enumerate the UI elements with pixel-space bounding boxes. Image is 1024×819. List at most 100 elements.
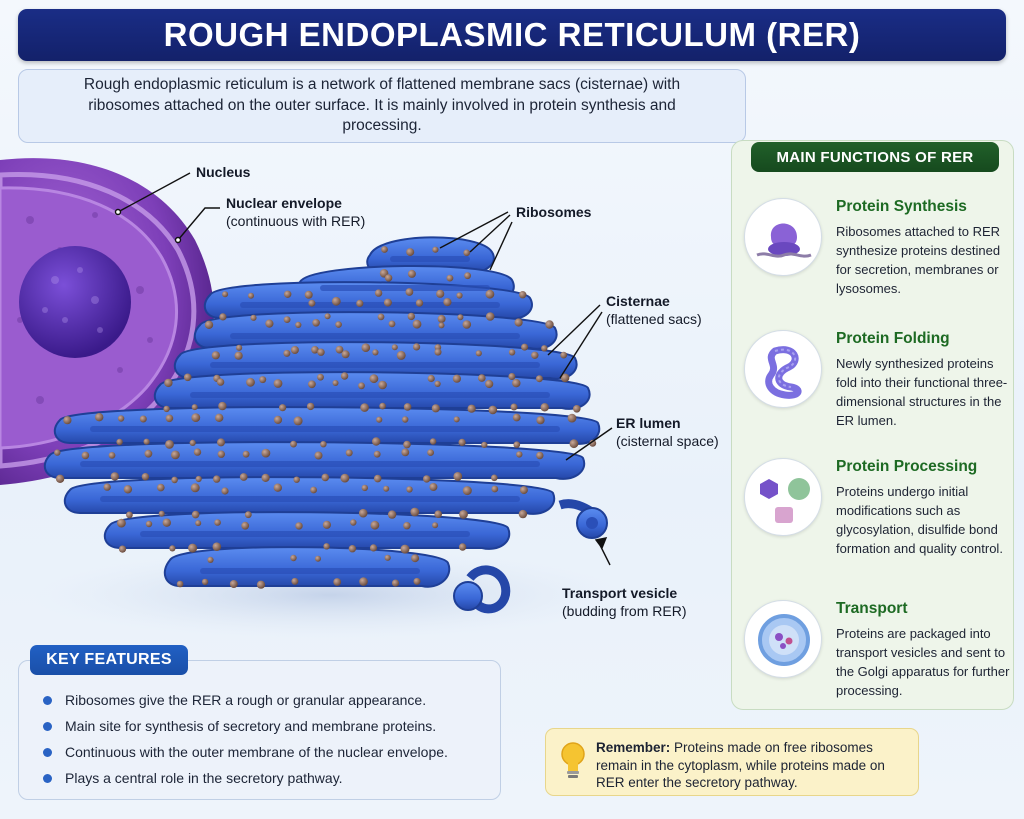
ribosome-dot <box>361 343 371 353</box>
nucleolus <box>19 246 131 358</box>
ribosome-dot <box>519 291 527 299</box>
ribosome-dot <box>212 542 222 551</box>
ribosome-dot <box>434 348 442 356</box>
ribosome-dot <box>405 288 414 296</box>
ribosome-dot <box>236 344 243 351</box>
ribosome-dot <box>512 379 521 388</box>
page-title: ROUGH ENDOPLASMIC RETICULUM (RER) <box>18 9 1006 61</box>
label-nuclear-envelope: Nuclear envelope(continuous with RER) <box>226 195 366 230</box>
ribosome-dot <box>373 450 381 458</box>
ribosome-dot <box>340 473 350 483</box>
ribosome-dot <box>377 313 385 321</box>
ribosome-dot <box>241 521 250 530</box>
ribosome-dot <box>284 290 292 298</box>
ribosome-dot <box>335 345 344 354</box>
ribosome-dot <box>222 291 229 298</box>
ribosome-dot <box>369 374 379 384</box>
ribosome-dot <box>413 577 421 585</box>
ribosome-dot <box>171 476 178 484</box>
ribosome-dot <box>145 520 153 528</box>
ribosome-dot <box>163 405 170 413</box>
ribosome-dot <box>103 483 111 491</box>
ribosome-dot <box>589 439 597 447</box>
ribosome-dot <box>165 414 174 423</box>
remember-label: Remember: <box>596 740 671 755</box>
ribosome-dot <box>403 403 412 411</box>
ribosome-dot <box>295 522 303 530</box>
vesicle-icon <box>744 600 822 678</box>
ribosome-dot <box>169 545 176 552</box>
ribosome-dot <box>463 249 471 257</box>
ribosome-dot <box>536 416 545 425</box>
ribosome-dot <box>384 554 391 561</box>
functions-header: MAIN FUNCTIONS OF RER <box>751 142 999 172</box>
lightbulb-icon <box>561 742 585 778</box>
ribosome-dot <box>321 473 330 482</box>
ribosome-dot <box>510 403 518 411</box>
ribosome-dot <box>508 349 516 356</box>
ribosome-dot <box>204 320 214 329</box>
ribosome-dot <box>110 472 120 481</box>
ribosome-dot <box>290 554 297 562</box>
ribosome-dot <box>358 508 368 518</box>
ribosome-dot <box>514 318 523 327</box>
label-nucleus: Nucleus <box>196 164 251 180</box>
ribosome-dot <box>81 451 90 460</box>
ribosome-dot <box>391 579 400 587</box>
ribosome-dot <box>429 483 438 491</box>
ribosome-dot <box>475 350 482 357</box>
ribosome-dot <box>332 380 339 386</box>
ribosome-dot <box>485 289 495 299</box>
ribosome-dot <box>315 555 321 562</box>
ribosome-dot <box>283 349 291 357</box>
ribosome-dot <box>314 451 323 460</box>
ribosome-dot <box>273 379 283 388</box>
leader-lines <box>114 172 613 566</box>
ribosome-dot <box>95 413 104 422</box>
ribosome-dot <box>411 554 420 563</box>
ribosome-dot <box>415 299 424 307</box>
ribosome-dot <box>400 544 410 554</box>
ribosome-dot <box>488 405 498 415</box>
ribosome-dot <box>402 416 409 423</box>
ribosome-dot <box>519 486 528 495</box>
ribosome-dot <box>293 476 300 483</box>
ribosome-dot <box>432 522 439 529</box>
ribosome-dot <box>372 437 381 446</box>
ribosome-dot <box>406 248 415 257</box>
ribosome-dot <box>407 269 416 278</box>
ribosome-dot <box>374 289 383 297</box>
ribosome-dot <box>535 375 543 383</box>
ribosome-dot <box>345 449 353 457</box>
ribosome-dot <box>234 351 243 360</box>
ribosome-dot <box>191 510 200 519</box>
ribosome-dot <box>291 577 299 585</box>
ribosome-dot <box>458 543 467 551</box>
ribosome-dot <box>55 474 65 483</box>
ribosome-dot <box>195 475 202 483</box>
key-features-header: KEY FEATURES <box>30 645 188 675</box>
ribosome-dot <box>478 374 486 382</box>
feature-item: Plays a central role in the secretory pa… <box>43 765 448 791</box>
ribosome-dot <box>108 452 116 459</box>
ribosome-dot <box>331 296 341 306</box>
ribosome-dot <box>324 313 331 320</box>
ribosome-dot <box>438 322 445 329</box>
ribosome-dot <box>360 403 369 412</box>
ribosome-dot <box>359 577 368 586</box>
ribosome-dot <box>322 520 331 529</box>
label-cisternae: Cisternae(flattened sacs) <box>606 293 702 328</box>
ribosome-dot <box>63 416 72 425</box>
ribosome-dot <box>485 312 495 321</box>
ribosome-dot <box>162 518 171 527</box>
ribosome-dot <box>348 545 357 553</box>
ribosome-dot <box>290 440 297 448</box>
modification-shapes-icon <box>744 458 822 536</box>
ribosome-dot <box>434 380 441 387</box>
ribosome-dot <box>261 448 271 458</box>
ribosome-dot <box>361 484 368 492</box>
ribosome-dot <box>437 314 446 323</box>
ribosome-dot <box>384 274 393 282</box>
ribosome-dot <box>560 373 570 383</box>
ribosome-dot <box>481 441 488 448</box>
